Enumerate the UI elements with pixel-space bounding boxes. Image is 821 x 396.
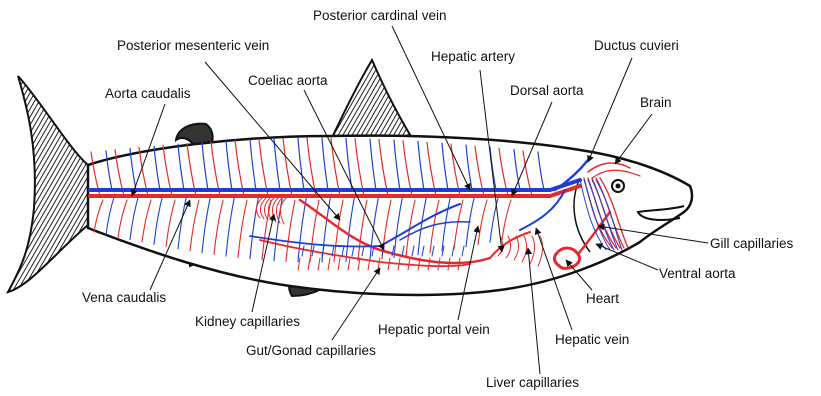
label-gill-capillaries: Gill capillaries	[710, 236, 793, 252]
label-heart: Heart	[586, 291, 619, 307]
label-dorsal-aorta: Dorsal aorta	[510, 83, 584, 99]
label-kidney-capillaries: Kidney capillaries	[195, 314, 300, 330]
fish-body	[88, 136, 692, 295]
leader-brain	[615, 114, 652, 164]
label-gut-gonad-capillaries: Gut/Gonad capillaries	[246, 343, 376, 359]
label-posterior-mesenteric-vein: Posterior mesenteric vein	[117, 38, 269, 54]
label-liver-capillaries: Liver capillaries	[486, 375, 579, 391]
label-coeliac-aorta: Coeliac aorta	[248, 73, 328, 89]
label-ductus-cuvieri: Ductus cuvieri	[594, 38, 679, 54]
label-hepatic-artery: Hepatic artery	[431, 49, 515, 65]
label-hepatic-portal-vein: Hepatic portal vein	[378, 322, 490, 338]
label-ventral-aorta: Ventral aorta	[659, 266, 736, 282]
label-vena-caudalis: Vena caudalis	[82, 290, 166, 306]
label-posterior-cardinal-vein: Posterior cardinal vein	[313, 8, 447, 24]
dorsal-fin	[330, 60, 412, 142]
label-aorta-caudalis: Aorta caudalis	[105, 86, 191, 102]
label-hepatic-vein: Hepatic vein	[555, 332, 629, 348]
leader-ductus-cuvieri	[588, 58, 632, 162]
tail-fin	[8, 76, 88, 292]
label-brain: Brain	[640, 95, 672, 111]
